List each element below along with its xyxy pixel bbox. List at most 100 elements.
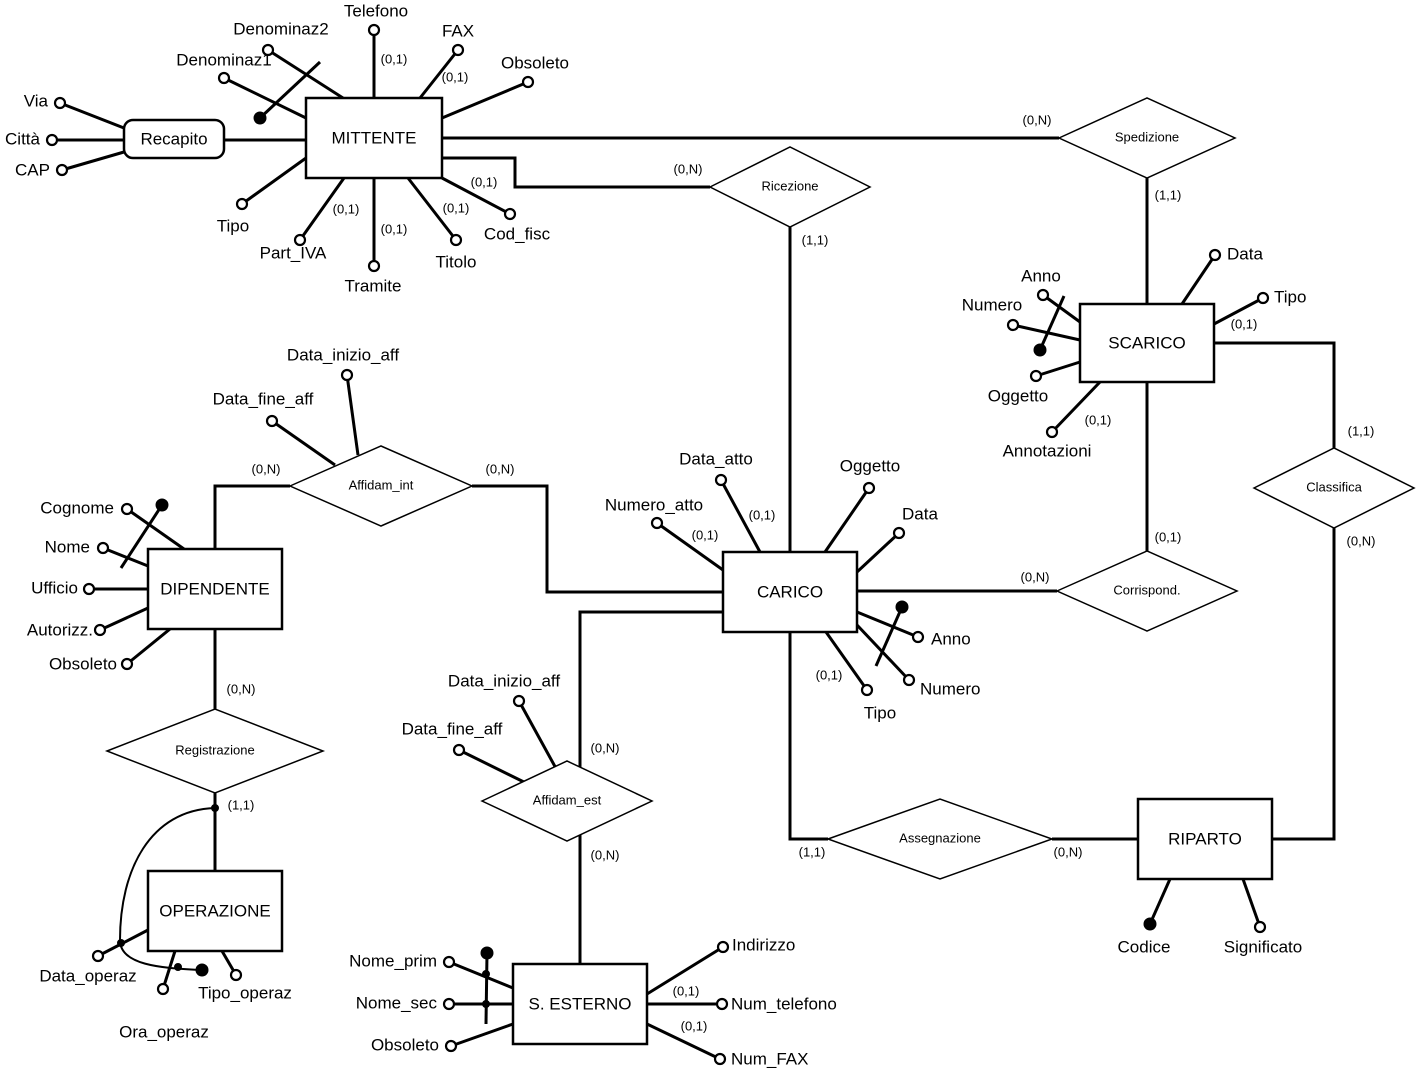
cardinality-label: (0,N) (674, 161, 703, 176)
attribute-label-affidam-est-data-inizio-aff: Data_inizio_aff (448, 671, 560, 690)
attribute-label-carico-data-atto: Data_atto (679, 449, 753, 468)
attribute-label-operazione-ora-operaz: Ora_operaz (119, 1022, 209, 1041)
attribute-line-esterno-num-fax (646, 1022, 721, 1061)
attribute-label-esterno-nome-sec: Nome_sec (356, 993, 438, 1012)
attribute-line-carico-data (855, 531, 901, 574)
attribute-line-recapito-cap (61, 150, 125, 172)
attribute-circle-icon (911, 630, 925, 644)
identifier-dot-icon (253, 111, 267, 125)
attribute-circle-icon (53, 96, 67, 110)
entity-box-carico (721, 550, 859, 634)
link-affidam-int-carico (472, 484, 723, 594)
attribute-circle-icon (367, 23, 381, 37)
attribute-line-mittente-denominaz1 (223, 76, 307, 120)
attribute-line-scarico-annotazioni (1050, 380, 1102, 434)
attribute-circle-icon (120, 502, 134, 516)
attribute-line-affidam-est-data-fine-aff (458, 748, 531, 787)
attribute-line-riparto-significato (1241, 878, 1262, 928)
attribute-label-operazione-data-operaz: Data_operaz (39, 966, 136, 985)
cardinality-label: (0,1) (681, 1018, 708, 1033)
attribute-label-dipendente-autorizz: Autorizz. (27, 620, 93, 639)
cardinality-label: (0,N) (252, 461, 281, 476)
attribute-line-mittente-fax (418, 49, 460, 99)
attribute-line-dipendente-nome (102, 546, 149, 568)
attribute-line-mittente-cod-fisc (441, 176, 511, 216)
entity-box-esterno (511, 962, 649, 1046)
cardinality-label: (1,1) (228, 797, 255, 812)
attribute-label-esterno-indirizzo: Indirizzo (732, 935, 795, 954)
attribute-circle-icon (713, 1052, 727, 1066)
attribute-line-affidam-int-data-inizio-aff (345, 374, 360, 456)
attribute-circle-icon (93, 623, 107, 637)
cardinality-label: (0,1) (1085, 412, 1112, 427)
attribute-label-mittente-fax: FAX (442, 21, 474, 40)
attribute-circle-icon (261, 43, 275, 57)
attribute-circle-icon (1029, 369, 1043, 383)
entity-box-mittente (304, 96, 444, 180)
entity-name-carico: CARICO (757, 582, 823, 601)
attribute-circle-icon (1253, 920, 1267, 934)
attribute-circle-icon (156, 982, 170, 996)
attribute-line-carico-oggetto (823, 487, 871, 553)
attribute-label-dipendente-obsoleto: Obsoleto (49, 654, 117, 673)
identifier-dot-icon (895, 600, 909, 614)
attribute-label-mittente-cod-fisc: Cod_fisc (484, 224, 551, 243)
attribute-circle-icon (1045, 425, 1059, 439)
attribute-label-carico-numero: Numero (920, 679, 980, 698)
cardinality-label: (0,N) (1021, 569, 1050, 584)
identifier-dot-icon (480, 946, 494, 960)
attribute-circle-icon (1036, 288, 1050, 302)
relationship-name-classifica: Classifica (1306, 479, 1362, 494)
attribute-circle-icon (521, 75, 535, 89)
attribute-line-scarico-tipo (1213, 296, 1264, 326)
attribute-line-esterno-indirizzo (646, 945, 724, 996)
attribute-line-affidam-est-data-inizio-aff (517, 700, 560, 773)
relationship-name-assegnazione: Assegnazione (899, 830, 981, 845)
attribute-circle-icon (96, 541, 110, 555)
attribute-circle-icon (442, 955, 456, 969)
relationship-diamond-registrazione (104, 708, 326, 794)
relationship-name-corrispond: Corrispond. (1113, 582, 1180, 597)
junction-dot-icon (482, 1000, 490, 1008)
attribute-label-operazione-tipo-operaz: Tipo_operaz (198, 983, 292, 1002)
link-classifica-riparto (1272, 528, 1336, 841)
attribute-label-mittente-obsoleto: Obsoleto (501, 53, 569, 72)
attribute-circle-icon (217, 71, 231, 85)
cardinality-label: (0,1) (333, 201, 360, 216)
attribute-circle-icon (892, 526, 906, 540)
entity-name-dipendente: DIPENDENTE (160, 579, 270, 598)
relationship-diamond-affidam_int (288, 445, 474, 527)
entity-box-recapito (122, 118, 226, 160)
attribute-label-recapito-via: Via (24, 91, 49, 110)
attribute-label-esterno-nome-prim: Nome_prim (349, 951, 437, 970)
cardinality-label: (0,1) (471, 174, 498, 189)
attribute-label-scarico-numero: Numero (962, 295, 1022, 314)
attribute-circle-icon (91, 949, 105, 963)
cardinality-label: (0,1) (1231, 316, 1258, 331)
attribute-label-mittente-titolo: Titolo (436, 252, 477, 271)
cardinality-label: (0,N) (591, 740, 620, 755)
relationship-name-affidam_est: Affidam_est (533, 792, 602, 807)
attribute-circle-icon (716, 940, 730, 954)
link-carico-affidam-est (578, 610, 723, 767)
entity-name-mittente: MITTENTE (332, 128, 417, 147)
attribute-line-mittente-obsoleto (441, 80, 529, 120)
cardinality-label: (0,N) (1347, 533, 1376, 548)
attribute-label-scarico-annotazioni: Annotazioni (1003, 441, 1092, 460)
attribute-circle-icon (265, 414, 279, 428)
entity-name-riparto: RIPARTO (1168, 829, 1242, 848)
identifier-dot-icon (195, 963, 209, 977)
attribute-circle-icon (229, 968, 243, 982)
attribute-label-recapito-cap: CAP (15, 160, 50, 179)
attribute-circle-icon (1256, 291, 1270, 305)
attribute-label-carico-numero-atto: Numero_atto (605, 495, 703, 514)
identifier-dot-icon (155, 498, 169, 512)
cardinality-label: (0,N) (591, 847, 620, 862)
junction-dot-icon (482, 970, 490, 978)
cardinality-label: (1,1) (1348, 423, 1375, 438)
attribute-circle-icon (451, 43, 465, 57)
attribute-label-mittente-part-iva: Part_IVA (260, 243, 327, 262)
attribute-line-carico-numero-atto (656, 521, 724, 572)
relationship-name-registrazione: Registrazione (175, 742, 255, 757)
attribute-line-mittente-part-iva (298, 177, 346, 241)
